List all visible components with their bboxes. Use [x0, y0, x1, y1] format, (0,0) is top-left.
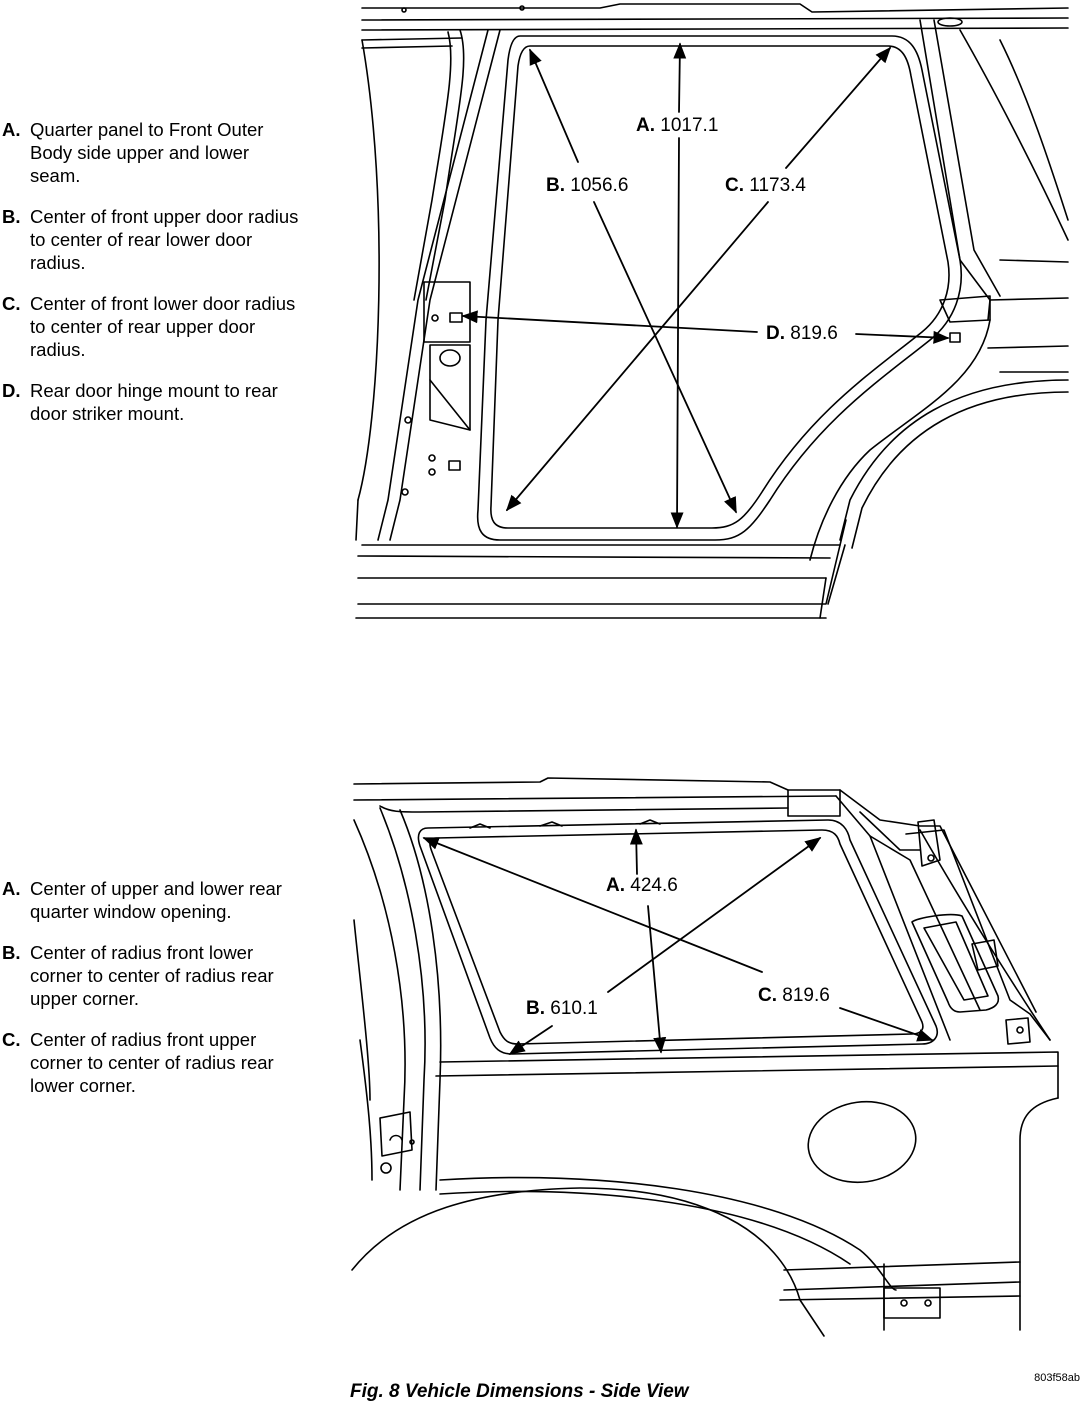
dim-a-line-lower [647, 905, 667, 1054]
dim-b-line-upper [607, 837, 822, 993]
legend-item-c: C. Center of front lower door radius to … [2, 292, 302, 361]
dim-letter: D. [766, 323, 785, 344]
legend-letter: B. [2, 942, 21, 963]
dim-value: 1056.6 [570, 175, 628, 196]
dim-value: 819.6 [782, 985, 830, 1006]
legend-item-c: C. Center of radius front upper corner t… [2, 1028, 302, 1097]
legend-text: Quarter panel to Front Outer Body side u… [30, 119, 264, 186]
svg-text:D. 819.6: D. 819.6 [766, 323, 838, 344]
svg-text:B. 610.1: B. 610.1 [526, 998, 598, 1019]
svg-text:A. 1017.1: A. 1017.1 [636, 115, 718, 136]
legend-text: Center of upper and lower rear quarter w… [30, 878, 282, 922]
legend-text: Center of front upper door radius to cen… [30, 206, 299, 273]
dim-c-line-lower [505, 201, 769, 512]
dim-value: 1173.4 [749, 175, 806, 196]
dim-letter: C. [758, 985, 777, 1006]
bottom-dimension-labels: A. 424.6 B. 610.1 C. 819.6 [526, 875, 830, 1019]
legend-item-a: A. Quarter panel to Front Outer Body sid… [2, 118, 302, 187]
dim-a-line-upper [673, 42, 687, 113]
dim-c-line-lower [839, 1007, 934, 1042]
legend-item-b: B. Center of front upper door radius to … [2, 205, 302, 274]
bottom-dimension-arrows [422, 828, 934, 1055]
roof-rail [361, 3, 1069, 13]
dim-letter: B. [526, 998, 545, 1019]
dim-letter: C. [725, 175, 744, 196]
legend-letter: A. [2, 878, 21, 899]
legend-text: Center of radius front lower corner to c… [30, 942, 274, 1009]
dim-b-line-upper [529, 48, 579, 163]
dim-b-line-lower [593, 201, 737, 514]
dim-letter: A. [636, 115, 655, 136]
legend-bottom: A. Center of upper and lower rear quarte… [2, 877, 302, 1115]
legend-text: Rear door hinge mount to rear door strik… [30, 380, 278, 424]
dim-b-line-lower [508, 1025, 553, 1055]
top-dimension-arrows [461, 42, 950, 529]
dim-a-line-upper [629, 828, 643, 875]
top-door-drawing [355, 3, 1069, 619]
dim-value: 819.6 [790, 323, 838, 344]
legend-text: Center of front lower door radius to cen… [30, 293, 296, 360]
dim-c-line-upper [785, 46, 892, 169]
svg-text:A. 424.6: A. 424.6 [606, 875, 678, 896]
legend-item-a: A. Center of upper and lower rear quarte… [2, 877, 302, 923]
top-dimension-labels: A. 1017.1 B. 1056.6 C. 1173.4 D. 819.6 [546, 115, 838, 344]
figure-caption: Fig. 8 Vehicle Dimensions - Side View [350, 1381, 689, 1402]
legend-letter: C. [2, 1029, 21, 1050]
svg-text:C. 1173.4: C. 1173.4 [725, 175, 806, 196]
dim-value: 610.1 [550, 998, 598, 1019]
door-opening-outer [476, 35, 962, 541]
bottom-quarter-drawing [351, 777, 1059, 1337]
dim-d-line-right [855, 330, 950, 344]
dim-value: 1017.1 [660, 115, 718, 136]
dim-c-line-upper [422, 837, 763, 973]
dim-letter: A. [606, 875, 625, 896]
dim-a-line-lower [670, 137, 684, 529]
dim-d-line-left [461, 310, 758, 333]
legend-letter: A. [2, 119, 21, 140]
legend-text: Center of radius front upper corner to c… [30, 1029, 274, 1096]
legend-top: A. Quarter panel to Front Outer Body sid… [2, 118, 302, 443]
legend-letter: C. [2, 293, 21, 314]
image-code: 803f58ab [1034, 1372, 1080, 1384]
dim-letter: B. [546, 175, 565, 196]
svg-text:B. 1056.6: B. 1056.6 [546, 175, 628, 196]
dim-value: 424.6 [630, 875, 678, 896]
legend-letter: D. [2, 380, 21, 401]
fuel-door [807, 1100, 917, 1184]
legend-letter: B. [2, 206, 21, 227]
window-opening-outer [417, 819, 938, 1055]
svg-text:C. 819.6: C. 819.6 [758, 985, 830, 1006]
legend-item-b: B. Center of radius front lower corner t… [2, 941, 302, 1010]
legend-item-d: D. Rear door hinge mount to rear door st… [2, 379, 302, 425]
